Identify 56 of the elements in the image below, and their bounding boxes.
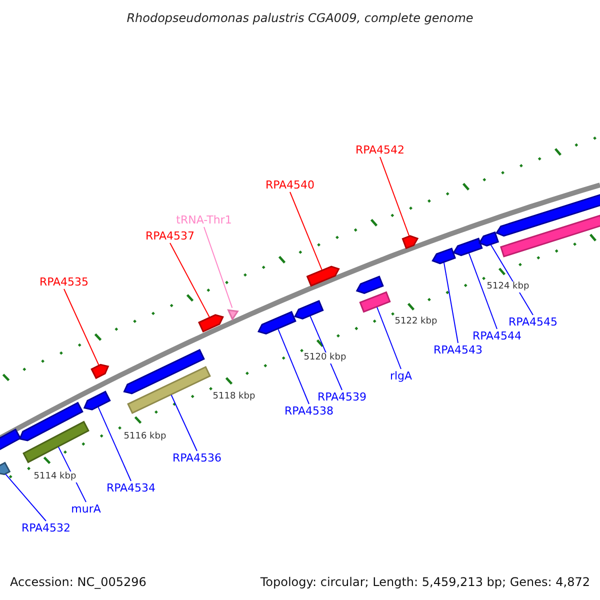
gene-label: RPA4539 (317, 392, 367, 402)
gene-feature (432, 248, 456, 264)
gene-bar (500, 214, 600, 258)
gene-label: murA (71, 504, 101, 514)
leader-line (170, 242, 210, 318)
gene-label: RPA4534 (106, 482, 156, 494)
gene-feature (257, 310, 296, 335)
leader-line (443, 262, 458, 344)
genome-info-text: Topology: circular; Length: 5,459,213 bp; Genes: 4,872 (259, 575, 591, 589)
gene-feature (452, 238, 483, 256)
gene-feature (294, 300, 324, 320)
accession-text: Accession: NC_005296 (9, 575, 148, 589)
gene-feature (227, 309, 239, 321)
leader-line (170, 394, 198, 452)
gene-bar (22, 420, 90, 464)
scale-label: 5120 kbp (302, 352, 348, 364)
leader-line (64, 288, 100, 366)
gene-feature (478, 231, 500, 246)
gene-feature (83, 390, 111, 410)
title: Rhodopseudomonas palustris CGA009, complete genome (126, 12, 474, 24)
leader-line (204, 226, 233, 308)
gene-feature (496, 193, 600, 237)
gene-label: RPA4544 (472, 330, 522, 342)
gene-feature (402, 235, 419, 250)
scale-label: 5122 kbp (394, 316, 438, 328)
scale-label: 5118 kbp (212, 392, 256, 402)
gene-feature (90, 364, 110, 380)
leader-line (380, 156, 410, 236)
gene-label: tRNA-Thr1 (176, 214, 232, 226)
leader-line (278, 328, 310, 404)
scale-label: 5116 kbp (122, 432, 168, 442)
scale-label: 5124 kbp (486, 282, 530, 292)
leader-line (98, 406, 132, 482)
gene-feature (123, 348, 205, 394)
leader-line (468, 252, 498, 330)
gene-label: RPA4542 (355, 144, 405, 156)
gene-bar (127, 366, 211, 414)
gene-label: RPA4543 (433, 344, 483, 356)
gene-bar (359, 291, 391, 313)
gene-label: RPA4545 (508, 316, 558, 328)
leader-line (5, 474, 46, 522)
gene-label: RPA4537 (145, 230, 195, 242)
gene-feature (306, 266, 340, 287)
scale-label: 5114 kbp (32, 472, 78, 482)
gene-label: RPA4536 (172, 452, 222, 464)
gene-feature (18, 402, 84, 442)
gene-label: rlgA (390, 370, 412, 382)
gene-label: RPA4532 (21, 522, 71, 534)
gene-label: RPA4535 (39, 276, 89, 288)
leader-line (290, 192, 322, 270)
gene-label: RPA4540 (265, 180, 315, 190)
leader-line (376, 306, 402, 370)
gene-feature (356, 276, 384, 294)
gene-feature (0, 462, 11, 476)
gene-feature (198, 314, 224, 333)
gene-label: RPA4538 (284, 406, 334, 416)
